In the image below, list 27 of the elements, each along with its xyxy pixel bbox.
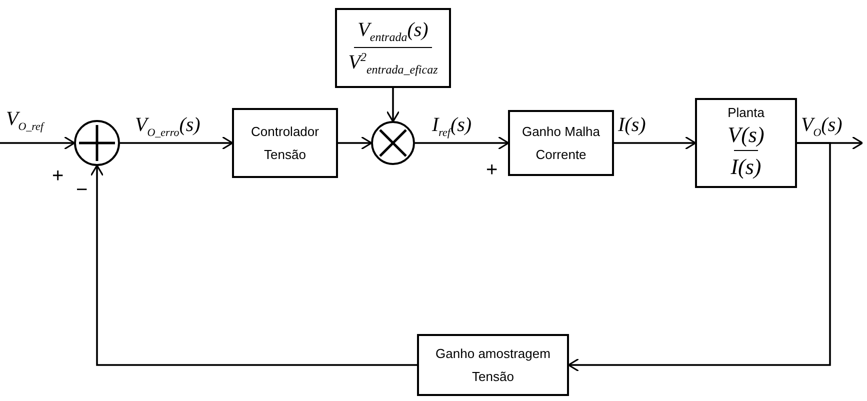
block-label: Ganho Malha Corrente (520, 122, 602, 164)
block-label: Planta (728, 105, 764, 121)
signal-label: V$_{O}$(s) (799, 114, 844, 140)
math-expression: I(s) (730, 153, 762, 181)
sign-label: + (52, 166, 64, 186)
gain-block (335, 8, 451, 88)
sign-label: − (76, 180, 88, 200)
controller-block (232, 108, 338, 178)
block-label: Controlador Tensão (250, 122, 320, 164)
signal-arrow (338, 136, 372, 150)
signal-arrow (568, 142, 831, 372)
current-loop-block (508, 110, 614, 176)
signal-arrow (415, 136, 510, 150)
signal-label: I$_{ref}$(s) (430, 114, 474, 140)
feedback-block (417, 334, 569, 396)
signal-label: V$_{O_erro}$(s) (133, 114, 202, 140)
signal-arrow (386, 88, 400, 122)
block-label: Ganho amostragem Tensão (434, 344, 552, 386)
signal-arrow (614, 136, 696, 150)
plant-block (695, 98, 797, 188)
sign-label: + (486, 160, 498, 180)
signal-label: I(s) (616, 114, 648, 136)
math-expression: V$_{entrada}$(s) (358, 18, 428, 46)
signal-arrow (120, 136, 234, 150)
signal-arrow (0, 136, 76, 150)
math-expression: V(s) (728, 120, 764, 148)
signal-arrow (90, 164, 417, 366)
